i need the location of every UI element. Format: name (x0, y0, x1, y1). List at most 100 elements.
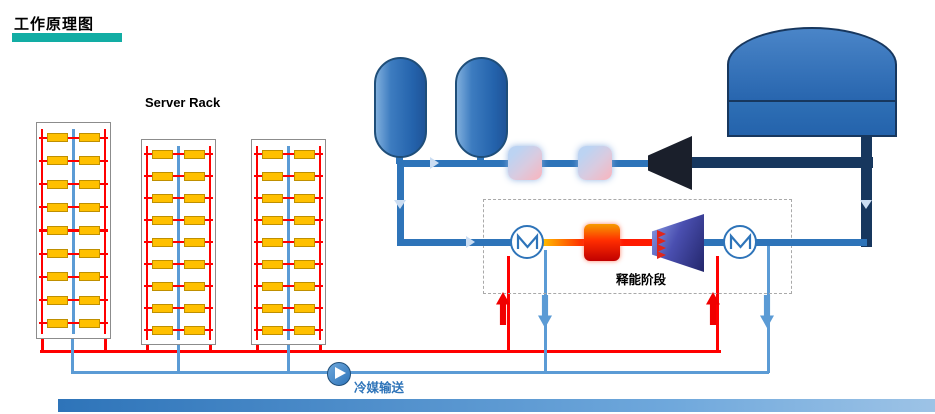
server-module (262, 215, 284, 225)
cold-pipe-drop (71, 339, 74, 373)
turbine-icon (648, 136, 692, 190)
flow-arrow-right-icon (430, 157, 439, 169)
server-module (152, 149, 174, 159)
flow-arrow-icon (657, 237, 666, 245)
flow-arrow-icon (657, 244, 666, 252)
server-module (78, 272, 100, 282)
box-pipe-left (399, 239, 515, 246)
hot-pipe-drop (41, 338, 44, 352)
cold-pipe-bus (71, 371, 769, 374)
rack-row (37, 149, 110, 172)
release-phase-box (483, 199, 792, 294)
server-module (262, 171, 284, 181)
rack-row (252, 187, 325, 209)
rack-row (142, 187, 215, 209)
hot-row-pipe (39, 182, 108, 186)
rack-row (252, 297, 325, 319)
rack-row (252, 209, 325, 231)
pump-label: 冷媒输送 (354, 381, 405, 395)
server-module (152, 259, 174, 269)
hot-row-pipe (39, 252, 108, 255)
hot-row-pipe (39, 136, 108, 139)
hot-row-pipe (254, 262, 323, 266)
release-phase-label: 释能阶段 (616, 273, 667, 287)
pump-icon (327, 362, 351, 386)
server-module (262, 303, 284, 313)
server-module (47, 318, 69, 328)
rack-row (142, 165, 215, 187)
server-module (47, 156, 69, 166)
dome-storage-base (727, 100, 897, 137)
server-module (183, 215, 205, 225)
rack-row (37, 126, 110, 149)
flow-arrow-down-icon (394, 200, 406, 209)
server-module (47, 295, 69, 305)
server-module (152, 215, 174, 225)
down-arrow-icon (538, 295, 552, 328)
rack-row (37, 172, 110, 195)
server-module (78, 133, 100, 143)
hot-row-pipe (39, 299, 108, 302)
rack-row (252, 143, 325, 165)
server-module (183, 325, 205, 335)
box-pipe-mid (698, 239, 726, 246)
rack-row (252, 319, 325, 341)
flow-arrow-right-icon (466, 236, 475, 248)
rack-row (142, 209, 215, 231)
rack-row (142, 319, 215, 341)
hot-pipe-drop (319, 344, 322, 352)
server-module (47, 249, 69, 259)
hot-row-pipe (254, 152, 323, 156)
flow-arrow-icon (657, 230, 666, 238)
server-module (78, 156, 100, 166)
box-pipe-right (755, 239, 867, 246)
server-rack-label: Server Rack (145, 95, 221, 110)
hot-row-pipe (144, 328, 213, 332)
rack-row (142, 275, 215, 297)
server-module (183, 149, 205, 159)
cold-pipe-drop (287, 345, 290, 373)
server-module (78, 249, 100, 259)
rack-row (142, 231, 215, 253)
exchanger-m-glyph (516, 232, 538, 249)
hot-row-pipe (39, 159, 108, 162)
rack-row (37, 289, 110, 312)
heater-block-icon (584, 224, 620, 261)
server-module (293, 237, 315, 247)
server-module (262, 149, 284, 159)
rack-row (252, 275, 325, 297)
server-module (183, 281, 205, 291)
rack-row (37, 219, 110, 242)
server-module (78, 202, 100, 212)
server-module (152, 325, 174, 335)
hot-row-pipe (144, 240, 213, 244)
dome-down-pipe (861, 135, 872, 247)
server-module (262, 325, 284, 335)
exchanger-m-glyph (729, 232, 751, 249)
hot-row-pipe (254, 240, 323, 244)
server-rack (251, 139, 326, 345)
rack-row (37, 265, 110, 288)
server-module (152, 281, 174, 291)
hot-row-pipe (144, 174, 213, 178)
server-module (293, 171, 315, 181)
hot-pipe-bus (40, 350, 721, 353)
server-module (47, 133, 69, 143)
server-module (78, 295, 100, 305)
server-rack (141, 139, 216, 345)
hot-row-pipe (254, 306, 323, 310)
page-title: 工作原理图 (14, 16, 95, 33)
bottom-accent-bar (58, 399, 935, 412)
server-module (293, 325, 315, 335)
rack-row (37, 242, 110, 265)
server-module (293, 149, 315, 159)
server-module (78, 179, 100, 189)
server-module (183, 303, 205, 313)
server-module (293, 303, 315, 313)
hot-row-pipe (144, 306, 213, 310)
server-module (293, 193, 315, 203)
server-module (183, 171, 205, 181)
hot-pipe-drop (146, 344, 149, 352)
flow-arrow-icon (657, 251, 666, 259)
